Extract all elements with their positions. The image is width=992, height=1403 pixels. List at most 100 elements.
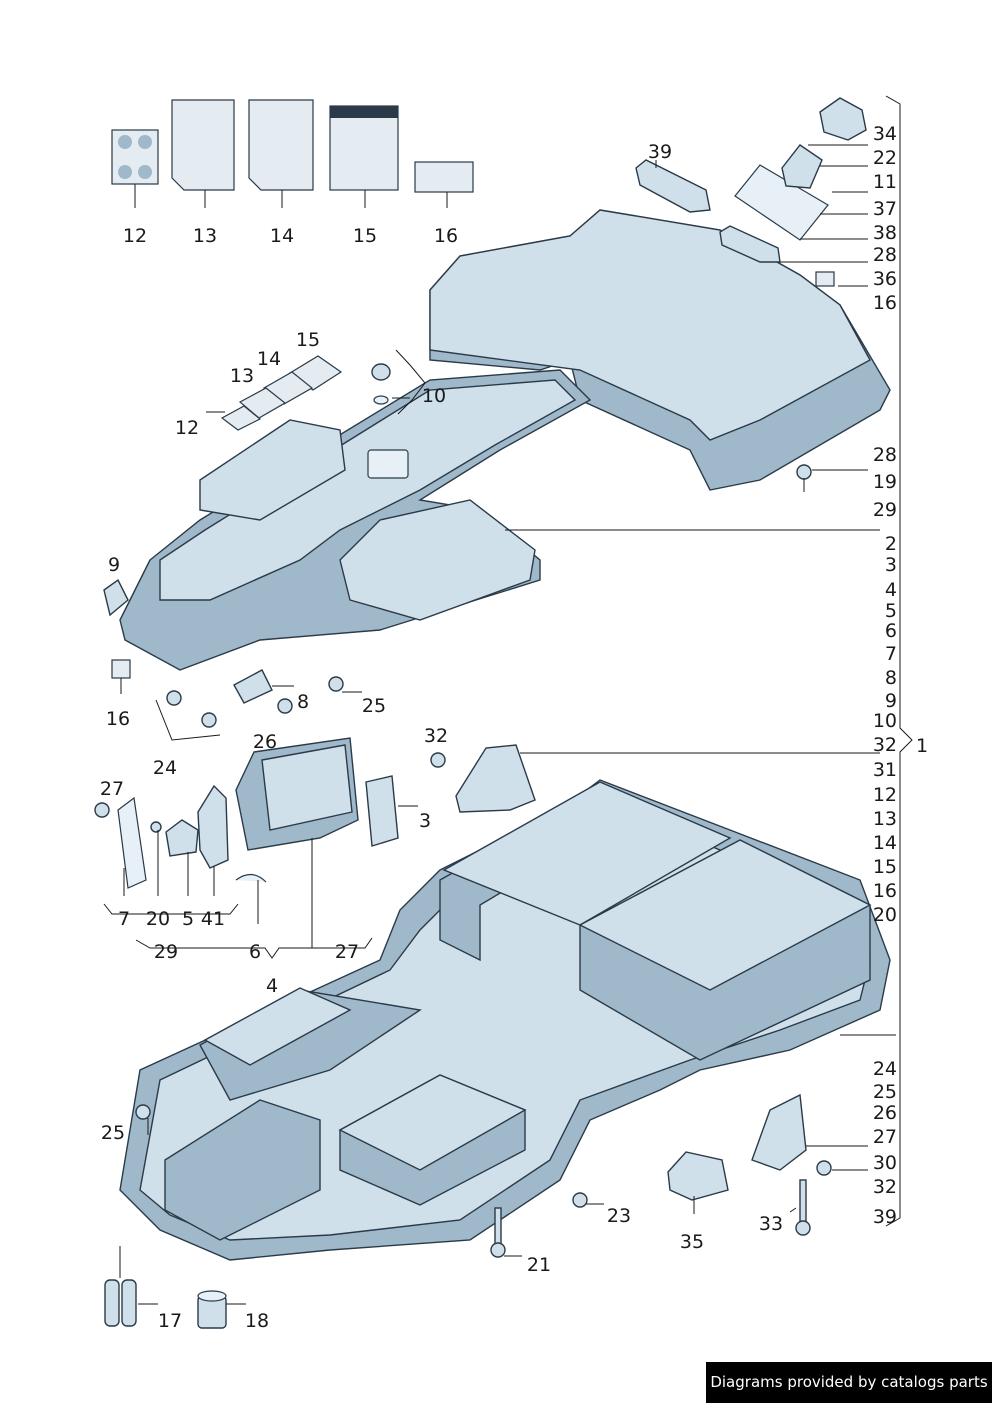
- callout-label: 20: [146, 908, 170, 930]
- bracket-list-item: 9: [885, 690, 897, 712]
- sticker-icon: [118, 135, 132, 149]
- main-item-label: 1: [916, 735, 928, 757]
- screw-24b: [201, 712, 217, 728]
- bracket-list-item: 24: [873, 1058, 897, 1080]
- bracket-list-item: 20: [873, 904, 897, 926]
- seal-ring-10: [373, 395, 389, 405]
- connector-5: [165, 819, 199, 857]
- callout-label: 4: [266, 975, 278, 997]
- screw-25-top: [328, 676, 344, 692]
- service-connector-parts: [635, 97, 867, 492]
- cartridge-17b: [121, 1279, 137, 1327]
- left-module-parts: [94, 578, 399, 889]
- container-18-lid: [197, 1290, 227, 1302]
- callout-label: 21: [527, 1254, 551, 1276]
- callout-label: 14: [257, 348, 281, 370]
- label-sticker-15: [329, 105, 399, 191]
- bracket-list-item: 22: [873, 147, 897, 169]
- lower-right-parts: [135, 744, 832, 1258]
- callout-label: 15: [296, 329, 320, 351]
- gasket-37: [734, 164, 829, 241]
- sticker-icon: [118, 165, 132, 179]
- bracket-24-left: [155, 699, 221, 741]
- bracket-list-item: 7: [885, 643, 897, 665]
- battery-housing-cover: [119, 209, 891, 671]
- main-bracket-1: [885, 95, 913, 1227]
- bracket-list-item: 26: [873, 1102, 897, 1124]
- screw-30: [816, 1160, 832, 1176]
- sticker-icon: [138, 135, 152, 149]
- callout-label: 9: [108, 554, 120, 576]
- callout-label: 8: [297, 691, 309, 713]
- callout-label: 13: [230, 365, 254, 387]
- bracket-list-item: 2: [885, 533, 897, 555]
- screw-23: [572, 1192, 588, 1208]
- clip-6: [235, 873, 267, 883]
- callout-label: 25: [362, 695, 386, 717]
- cover-sticker-12: [220, 405, 262, 431]
- cell-block-front-top: [338, 1074, 527, 1171]
- callout-label: 35: [680, 1231, 704, 1253]
- gasket-7: [117, 796, 147, 889]
- bracket-list-item: 6: [885, 620, 897, 642]
- bracket-list-item: 32: [873, 1176, 897, 1198]
- cover-front-pod: [339, 499, 536, 621]
- screw-8: [277, 698, 293, 714]
- bracket-31: [455, 744, 536, 813]
- callout-label: 26: [253, 731, 277, 753]
- sealant-parts: [104, 1246, 227, 1329]
- bracket-list-item: 31: [873, 759, 897, 781]
- callout-label: 14: [270, 225, 294, 247]
- bracket-list-item: 15: [873, 856, 897, 878]
- callout-label: 29: [154, 941, 178, 963]
- bolt-21: [494, 1207, 502, 1245]
- leader-lines: [103, 95, 913, 1305]
- bracket-list-item: 30: [873, 1152, 897, 1174]
- bracket-list-item: 36: [873, 268, 897, 290]
- bracket-list-item: 4: [885, 579, 897, 601]
- callout-label: 10: [422, 385, 446, 407]
- bracket-list-item: 8: [885, 667, 897, 689]
- bracket-list-item: 28: [873, 444, 897, 466]
- connector-34: [819, 97, 867, 141]
- callout-label: 33: [759, 1213, 783, 1235]
- bolt-21-head: [490, 1242, 506, 1258]
- cartridge-17a: [104, 1279, 120, 1327]
- top-sticker-labels: 12 13 14 15 16: [123, 225, 458, 247]
- bolt-33-head: [795, 1220, 811, 1236]
- cover-35: [667, 1151, 729, 1201]
- bracket-bottom-29: [103, 903, 239, 915]
- label-sticker-12: [111, 129, 159, 185]
- cover-wide-top: [429, 209, 871, 441]
- callout-label: 15: [353, 225, 377, 247]
- callout-label: 7: [118, 908, 130, 930]
- bracket-list-item: 16: [873, 880, 897, 902]
- plug-10: [371, 363, 391, 381]
- callout-label: 23: [607, 1205, 631, 1227]
- callout-label: 16: [434, 225, 458, 247]
- label-sticker-16: [414, 161, 474, 193]
- socket-22: [781, 144, 823, 189]
- callout-label: 6: [249, 941, 261, 963]
- cell-block-rear-left-top: [442, 781, 732, 926]
- callout-label: 13: [193, 225, 217, 247]
- bracket-item-list: 3422113738283616281929234567891032311213…: [873, 123, 897, 1228]
- callout-label: 18: [245, 1310, 269, 1332]
- footer-credit: Diagrams provided by catalogs parts: [706, 1362, 992, 1403]
- cover-plate-3: [365, 775, 399, 847]
- callout-label: 12: [123, 225, 147, 247]
- bracket-list-item: 16: [873, 292, 897, 314]
- bracket-list-item: 11: [873, 171, 897, 193]
- bracket-10: [395, 349, 426, 415]
- bolt-33: [799, 1179, 807, 1223]
- callout-label: 27: [335, 941, 359, 963]
- cover-side-pod: [199, 419, 346, 521]
- cover-narrow-top: [159, 379, 577, 601]
- callout-label: 32: [424, 725, 448, 747]
- cover-stickers: [220, 355, 391, 431]
- bracket-list-item: 3: [885, 554, 897, 576]
- callout-label: 3: [419, 810, 431, 832]
- sticker-icon: [138, 165, 152, 179]
- callout-label: 12: [175, 417, 199, 439]
